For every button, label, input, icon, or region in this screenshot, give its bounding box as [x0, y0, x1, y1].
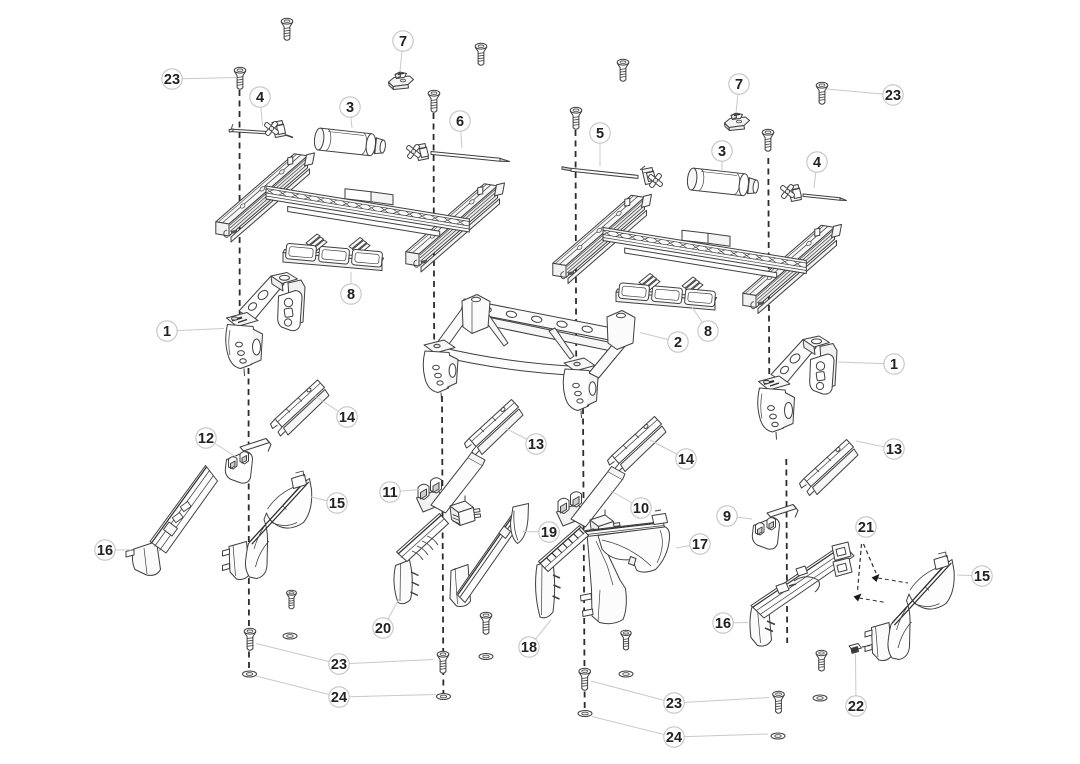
svg-text:3: 3: [718, 144, 726, 160]
svg-text:7: 7: [735, 77, 743, 93]
svg-text:8: 8: [704, 324, 712, 340]
svg-text:24: 24: [666, 730, 682, 746]
svg-text:17: 17: [692, 537, 708, 553]
svg-text:7: 7: [399, 34, 407, 50]
svg-text:2: 2: [674, 335, 682, 351]
svg-text:16: 16: [715, 616, 731, 632]
svg-text:23: 23: [164, 72, 180, 88]
svg-text:20: 20: [375, 621, 391, 637]
svg-text:21: 21: [858, 520, 874, 536]
svg-text:6: 6: [456, 114, 464, 130]
svg-text:15: 15: [974, 569, 990, 585]
svg-text:19: 19: [541, 525, 557, 541]
svg-text:24: 24: [331, 690, 347, 706]
svg-text:14: 14: [339, 410, 355, 426]
svg-text:8: 8: [347, 287, 355, 303]
svg-text:3: 3: [346, 100, 354, 116]
svg-text:10: 10: [633, 501, 649, 517]
svg-text:1: 1: [163, 324, 171, 340]
svg-text:16: 16: [97, 543, 113, 559]
svg-text:14: 14: [678, 452, 694, 468]
svg-text:9: 9: [723, 509, 731, 525]
svg-text:23: 23: [666, 696, 682, 712]
svg-text:23: 23: [331, 657, 347, 673]
svg-text:13: 13: [886, 442, 902, 458]
svg-text:4: 4: [813, 155, 821, 171]
svg-text:5: 5: [596, 126, 604, 142]
svg-text:1: 1: [890, 357, 898, 373]
svg-text:15: 15: [329, 496, 345, 512]
svg-text:18: 18: [521, 640, 537, 656]
svg-text:23: 23: [885, 88, 901, 104]
svg-text:11: 11: [382, 485, 397, 501]
svg-text:13: 13: [528, 437, 544, 453]
svg-text:4: 4: [256, 90, 264, 106]
svg-text:22: 22: [848, 699, 864, 715]
svg-text:12: 12: [198, 431, 214, 447]
